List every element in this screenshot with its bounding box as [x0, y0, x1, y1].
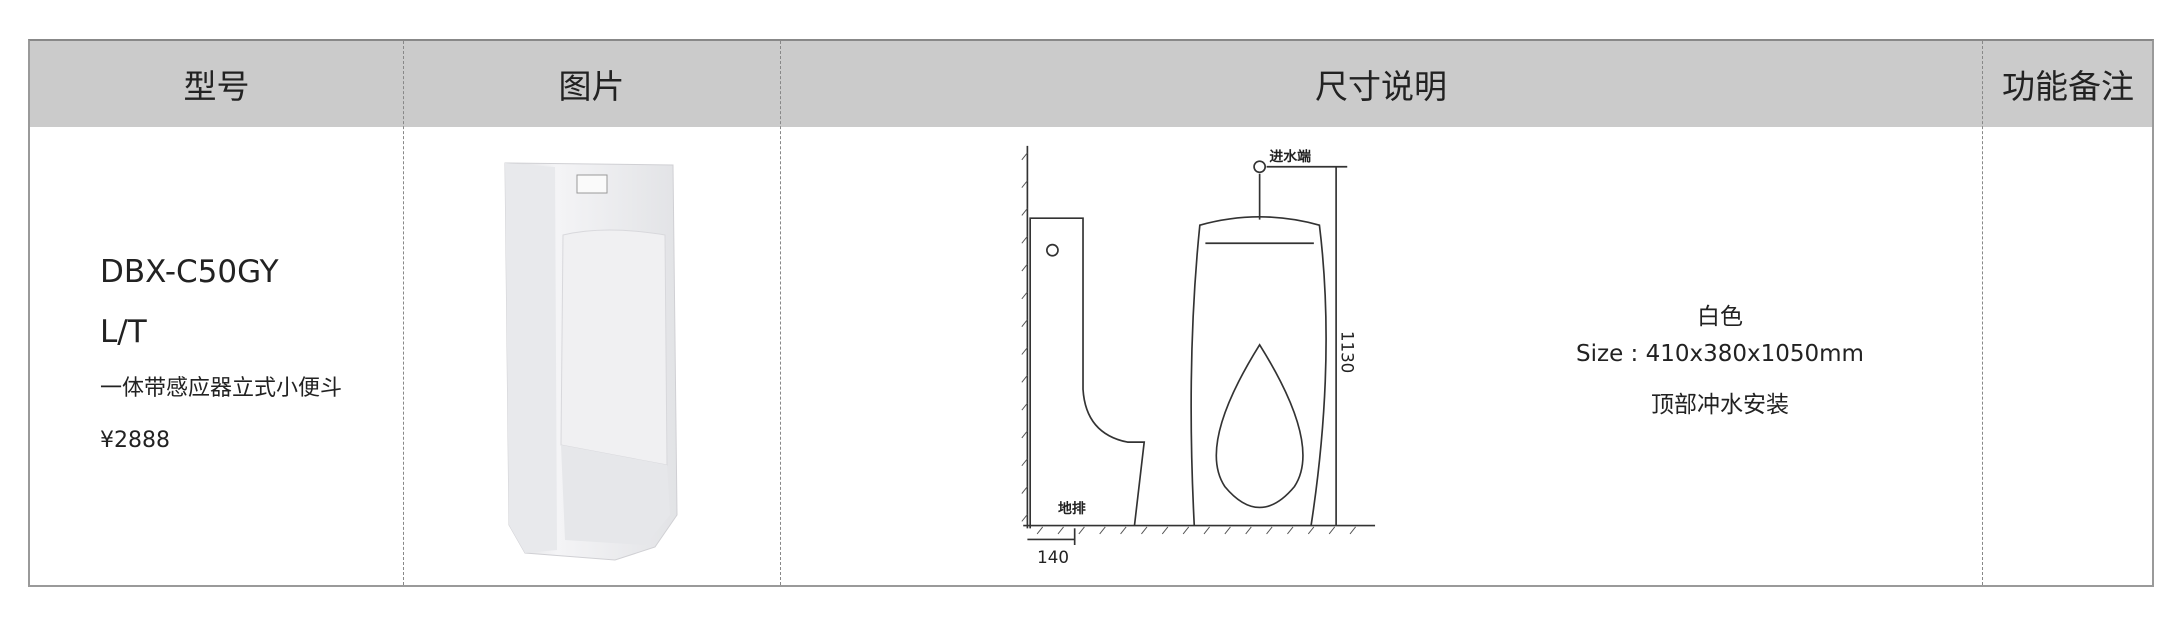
column-divider	[1982, 41, 1983, 585]
product-image	[504, 162, 678, 561]
spec-color: 白色	[1697, 304, 1743, 330]
header-dimensions: 尺寸说明	[1315, 67, 1447, 106]
inlet-label: 进水端	[1269, 148, 1311, 165]
column-divider	[780, 41, 781, 585]
column-divider	[403, 41, 404, 585]
product-table: 型号 图片 尺寸说明 功能备注	[28, 39, 2154, 587]
product-price: ¥2888	[100, 428, 170, 453]
height-dimension: 1130	[1338, 331, 1357, 373]
spec-size: Size : 410x380x1050mm	[1576, 341, 1864, 367]
product-description: 一体带感应器立式小便斗	[100, 376, 343, 401]
model-number: DBX-C50GY	[100, 254, 279, 290]
header-picture: 图片	[558, 67, 625, 106]
drain-label: 地排	[1058, 500, 1086, 517]
wall-dimension: 140	[1037, 548, 1069, 567]
spec-flush: 顶部冲水安装	[1651, 392, 1789, 418]
header-notes: 功能备注	[2002, 67, 2134, 106]
model-variant: L/T	[100, 314, 147, 350]
header-model: 型号	[183, 67, 250, 106]
sensor-icon	[576, 174, 608, 194]
dimension-drawing: 进水端 地排 140 1130	[1021, 145, 1376, 567]
table-header	[30, 41, 2152, 127]
